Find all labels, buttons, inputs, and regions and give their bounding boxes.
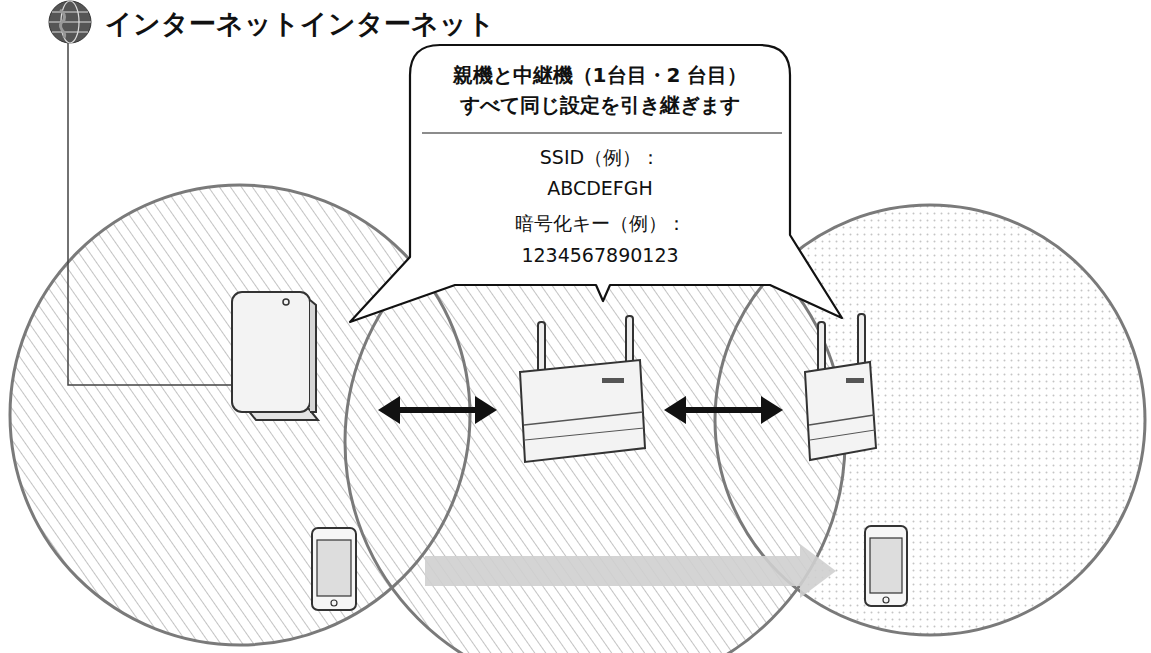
coverage-area	[10, 185, 470, 645]
link-arrow	[378, 396, 497, 424]
smartphone	[865, 526, 907, 606]
setting-label: 暗号化キー（例）：	[410, 209, 790, 237]
divider-line	[422, 132, 782, 133]
movement-arrow	[425, 544, 836, 598]
link-arrow	[664, 396, 783, 424]
router-device	[232, 292, 318, 420]
coverage-outline	[10, 185, 470, 645]
repeater-device	[520, 316, 645, 462]
callout-box: 親機と中継機（1台目・2 台目） すべて同じ設定を引き継ぎます SSID（例）： A…	[410, 45, 790, 285]
callout-outline	[350, 45, 842, 322]
smartphone	[312, 528, 356, 610]
setting-value: 1234567890123	[410, 241, 790, 269]
internet-wire	[68, 42, 232, 385]
callout-heading: 親機と中継機（1台目・2 台目） すべて同じ設定を引き継ぎます	[450, 60, 750, 120]
globe-icon	[49, 1, 91, 43]
internet-label: インターネットインターネット	[105, 6, 495, 42]
setting-label: SSID（例）：	[410, 143, 790, 171]
setting-value: ABCDEFGH	[410, 174, 790, 202]
repeater-device	[805, 314, 876, 460]
coverage-area	[10, 185, 470, 645]
